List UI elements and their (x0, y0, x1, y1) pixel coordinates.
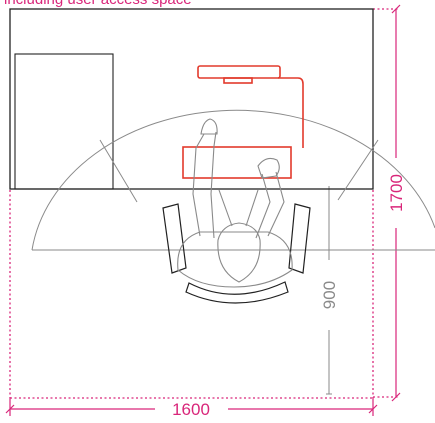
width-dimension: 1600 (5, 398, 378, 419)
chair (162, 203, 311, 304)
caption-text: including user access space (4, 0, 192, 8)
reach-label: 900 (320, 281, 339, 309)
side-cabinet (14, 53, 114, 190)
reach-arc (31, 109, 435, 251)
height-dimension: 1700 (387, 4, 406, 402)
height-label: 1700 (387, 174, 406, 212)
monitor (197, 65, 304, 148)
width-label: 1600 (172, 400, 210, 419)
person-figure (177, 118, 293, 288)
access-space-outline (9, 8, 398, 399)
desk (9, 8, 374, 190)
keyboard (182, 146, 292, 179)
reach-dimension: 900 (320, 186, 339, 395)
